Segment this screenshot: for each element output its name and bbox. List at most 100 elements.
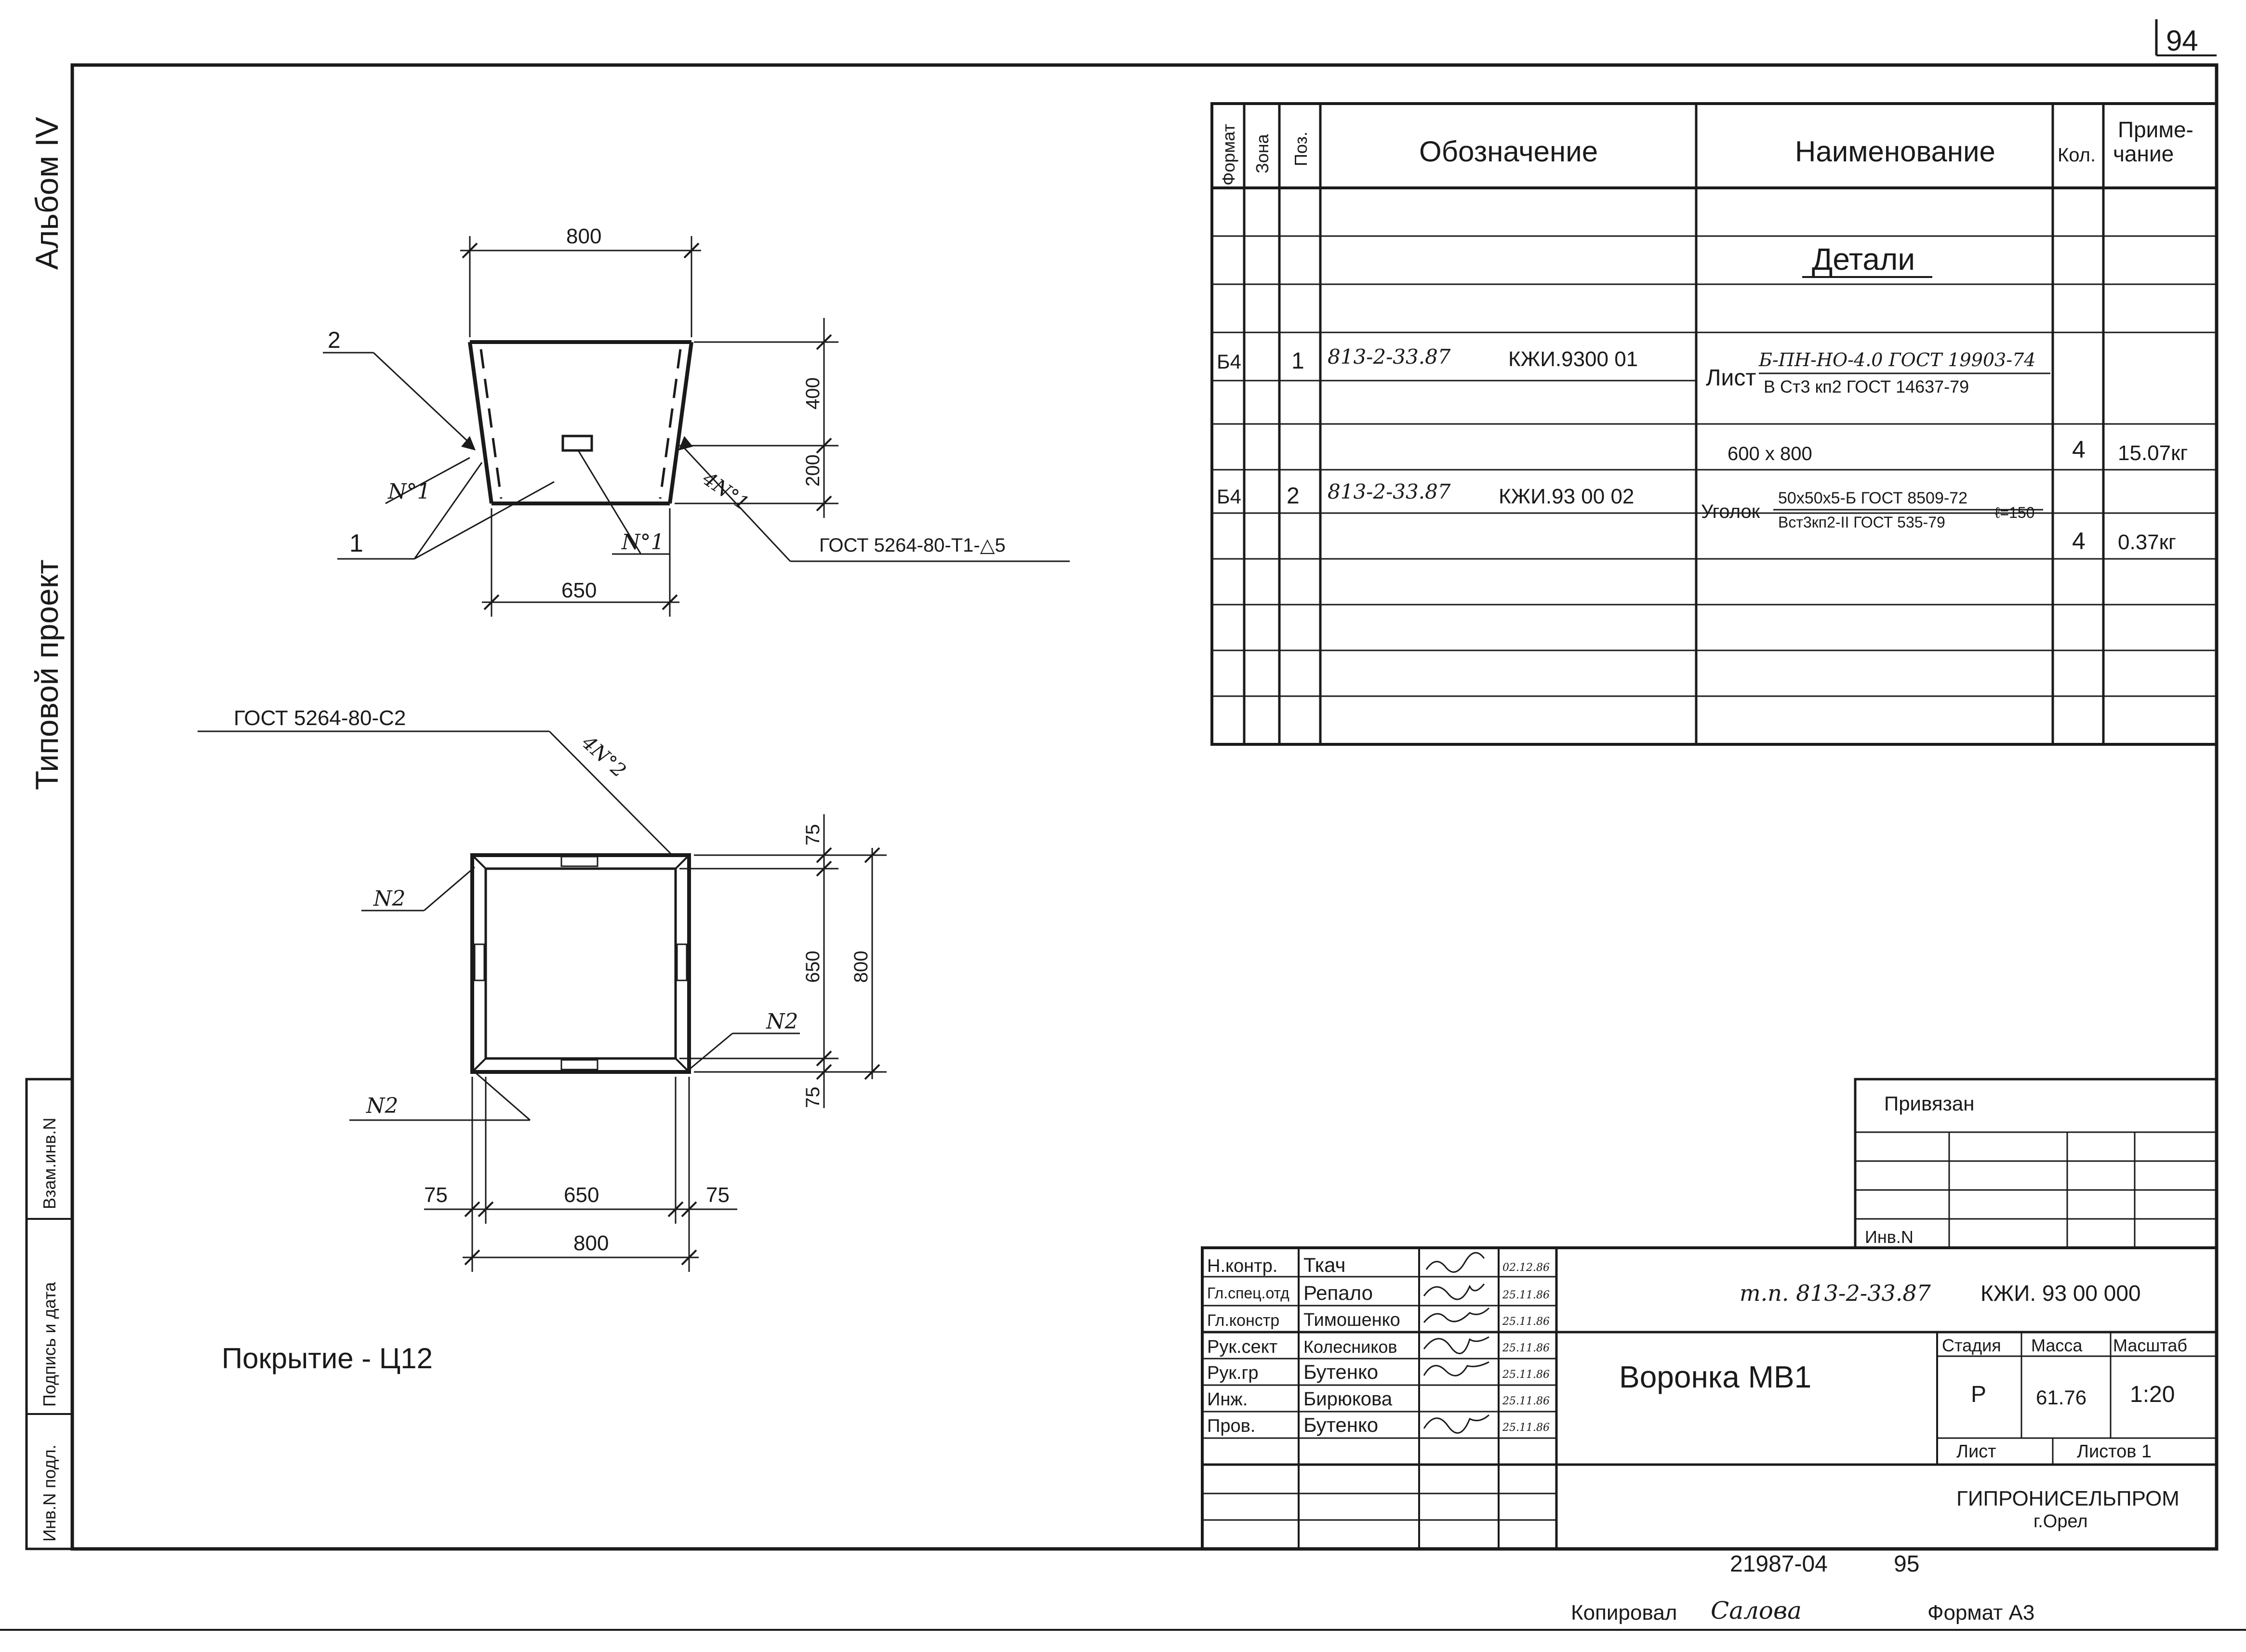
col-name: Наименование (1795, 135, 1995, 168)
person-name: Тимошенко (1303, 1310, 1400, 1330)
specification-table: Формат Зона Поз. Обозначение Наименовани… (1210, 102, 2218, 746)
row2-pos: 2 (1287, 483, 1300, 509)
row2-length: ℓ=150 (1995, 504, 2034, 521)
designation-mark: КЖИ. 93 00 000 (1980, 1281, 2141, 1306)
person-role: Гл.констр (1207, 1311, 1279, 1330)
sheets-label: Листов 1 (2077, 1441, 2152, 1462)
section-title: Детали (1812, 242, 1915, 277)
dim-200: 200 (802, 454, 824, 487)
row1-des-mark: КЖИ.9300 01 (1508, 347, 1638, 371)
person-date: 25.11.86 (1502, 1316, 1550, 1328)
row1-name-bottom: В Ст3 кп2 ГОСТ 14637-79 (1764, 377, 1969, 396)
row1-name-top: Б-ПН-НО-4.0 ГОСТ 19903-74 (1758, 349, 2035, 370)
sign-date-label: Подпись и дата (40, 1282, 59, 1407)
row1-qty: 4 (2072, 436, 2086, 463)
project-label: Типовой проект (29, 559, 65, 790)
city: г.Орел (2033, 1511, 2088, 1532)
col-note-2: чание (2113, 141, 2174, 166)
left-margin: Альбом IV Типовой проект Инв.N подл. Под… (25, 117, 74, 1550)
product-name: Воронка МВ1 (1619, 1360, 1811, 1394)
dim-650-horizontal: 650 (564, 1183, 599, 1207)
row1-size: 600 х 800 (1728, 443, 1812, 464)
binding-title: Привязан (1884, 1092, 1974, 1115)
person-role: Инж. (1207, 1389, 1248, 1410)
album-label: Альбом IV (29, 117, 65, 270)
dim-650-bottom: 650 (561, 579, 597, 602)
row2-name-bottom: Вст3кп2-II ГОСТ 535-79 (1778, 514, 1945, 531)
stage-value: Р (1971, 1382, 1986, 1407)
dim-650-vertical: 650 (802, 951, 824, 983)
row1-note: 15.07кг (2118, 441, 2188, 465)
archive-number: 21987-04 (1730, 1551, 1828, 1577)
dim-75-top: 75 (802, 824, 824, 846)
col-pos: Поз. (1291, 132, 1311, 166)
scale-label: Масштаб (2113, 1335, 2187, 1355)
person-role: Пров. (1207, 1416, 1255, 1436)
dim-75-left: 75 (424, 1183, 448, 1207)
weld-n1-mid: N°1 (621, 530, 664, 555)
stage-label: Стадия (1942, 1335, 2001, 1355)
weld-std-1: ГОСТ 5264-80-Т1-△5 (819, 535, 1006, 556)
person-date: 25.11.86 (1502, 1369, 1550, 1381)
row2-des-mark: КЖИ.93 00 02 (1499, 485, 1634, 508)
person-role: Рук.гр (1207, 1363, 1259, 1383)
dim-800-top: 800 (566, 225, 601, 248)
paper-format: Формат А3 (1927, 1601, 2034, 1625)
row1-name-prefix: Лист (1706, 365, 1756, 391)
row2-name-prefix: Уголок (1701, 501, 1760, 522)
sheet-label: Лист (1956, 1441, 1996, 1462)
person-role: Гл.спец.отд (1207, 1284, 1289, 1302)
title-block-people: Н.контр. Ткач 02.12.86 Гл.спец.отд Репал… (1207, 1254, 1550, 1436)
person-date: 25.11.86 (1502, 1342, 1550, 1354)
dim-75-right: 75 (706, 1183, 730, 1207)
row2-des-code: 813-2-33.87 (1328, 480, 1451, 503)
binding-inv: Инв.N (1865, 1227, 1914, 1247)
row2-note: 0.37кг (2118, 530, 2176, 554)
mass-value: 61.76 (2036, 1386, 2087, 1409)
dim-800-vertical: 800 (851, 951, 872, 983)
person-role: Н.контр. (1207, 1256, 1277, 1276)
coating-note: Покрытие - Ц12 (222, 1342, 433, 1374)
title-block-main: т.п. 813-2-33.87 КЖИ. 93 00 000 Воронка … (1619, 1280, 2187, 1532)
funnel-plan-view: ГОСТ 5264-80-С2 4N°2 N2 N2 N2 75 650 800… (198, 706, 887, 1272)
person-date: 25.11.86 (1502, 1289, 1550, 1301)
dim-800-horizontal: 800 (573, 1231, 609, 1255)
mass-label: Масса (2031, 1335, 2083, 1355)
weld-n1-left: N°1 (387, 479, 431, 504)
person-date: 25.11.86 (1502, 1422, 1550, 1434)
funnel-side-view: 800 400 200 650 2 1 N°1 N°1 (323, 225, 1070, 617)
n2-label-a: N2 (373, 886, 406, 911)
n2-label-b: N2 (766, 1009, 798, 1034)
binding-block: Привязан Инв.N (1854, 1078, 2217, 1248)
vzam-label: Взам.инв.N (40, 1118, 59, 1209)
weld-4n1: 4N°1 (698, 467, 753, 515)
designation-code: т.п. 813-2-33.87 (1740, 1280, 1931, 1306)
row1-pos: 1 (1291, 348, 1304, 374)
copied-by: Салова (1711, 1597, 1802, 1625)
person-role: Рук.сект (1207, 1337, 1277, 1357)
person-name: Ткач (1303, 1254, 1345, 1276)
dim-400: 400 (802, 377, 824, 410)
row1-des-code: 813-2-33.87 (1328, 345, 1451, 369)
col-designation: Обозначение (1419, 135, 1598, 168)
row2-name-top: 50х50х5-Б ГОСТ 8509-72 (1778, 489, 1967, 507)
col-qty: Кол. (2058, 145, 2096, 166)
person-name: Колесников (1303, 1337, 1397, 1357)
row2-qty: 4 (2072, 528, 2086, 555)
footer: 21987-04 95 Копировал Салова Формат А3 (1571, 1551, 2034, 1625)
inv-orig-label: Инв.N подл. (40, 1444, 59, 1542)
leader-1: 1 (349, 529, 363, 557)
n2-label-c: N2 (366, 1094, 399, 1118)
archive-page: 95 (1894, 1551, 1919, 1577)
copied-label: Копировал (1571, 1601, 1677, 1625)
sheet-number: 94 (2166, 25, 2198, 57)
frame: 94 (0, 19, 2246, 1631)
person-name: Репало (1303, 1282, 1373, 1304)
col-note-1: Приме- (2118, 117, 2193, 142)
weld-std-2: ГОСТ 5264-80-С2 (234, 706, 406, 730)
person-date: 25.11.86 (1502, 1395, 1550, 1407)
person-name: Бутенко (1303, 1414, 1378, 1436)
leader-2: 2 (328, 328, 341, 353)
row1-format: Б4 (1217, 350, 1241, 373)
